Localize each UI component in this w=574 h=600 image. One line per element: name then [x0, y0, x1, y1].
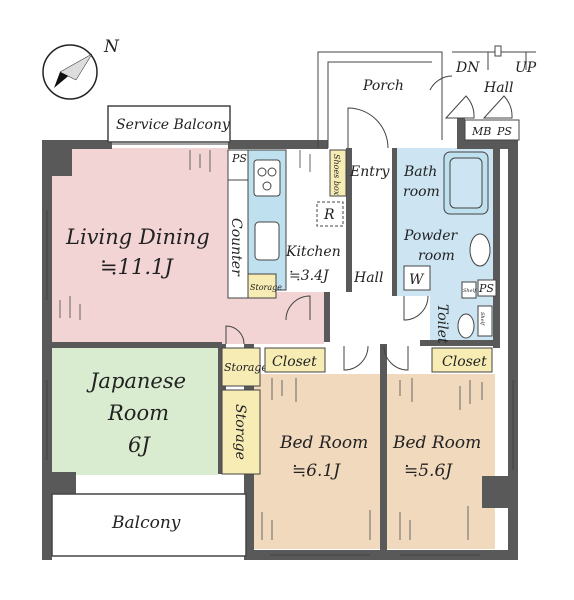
living-dining-floor-extension	[230, 292, 324, 344]
living-dining-floor	[52, 148, 230, 344]
bedroom-1-door[interactable]	[343, 345, 369, 371]
service-balcony-label: Service Balcony	[116, 117, 231, 133]
bedroom-1-floor	[253, 374, 381, 549]
bathroom-line1: Bath	[403, 164, 437, 180]
service-balcony	[107, 105, 231, 143]
bedroom-1-size: ≒6.1J	[292, 461, 341, 481]
kitchen-size: ≒3.4J	[289, 268, 330, 284]
storage-upper	[221, 347, 261, 387]
ps-label-living: PS	[231, 152, 247, 165]
balcony	[51, 493, 247, 557]
compass-icon: N	[42, 37, 120, 100]
balcony-label: Balcony	[111, 513, 181, 533]
closet-2-label: Closet	[442, 354, 487, 370]
stairs-down-label: DN	[455, 60, 480, 76]
compass-north-label: N	[103, 37, 120, 57]
storage-lower	[221, 389, 261, 475]
living-door[interactable]	[225, 325, 245, 345]
stairs-up-label: UP	[515, 60, 537, 76]
powder-room-line1: Powder	[403, 228, 459, 244]
japanese-room-floor	[52, 347, 218, 475]
closet-bedroom-2[interactable]	[431, 347, 493, 373]
powder-room-line2: room	[418, 248, 455, 264]
living-dining-size: ≒11.1J	[100, 255, 174, 279]
kitchen-storage	[247, 273, 277, 299]
common-hall-label: Hall	[483, 80, 514, 96]
kitchen-storage-label: Storage	[250, 283, 282, 292]
bedroom-1-name: Bed Room	[279, 433, 368, 453]
bathroom-line2: room	[403, 184, 440, 200]
refrigerator-space	[316, 201, 344, 227]
kitchen-door[interactable]	[285, 295, 311, 321]
entry-door[interactable]	[347, 107, 389, 149]
bedroom-2-door[interactable]	[383, 345, 409, 371]
washbasin	[469, 233, 491, 267]
counter-label: Counter	[228, 218, 244, 277]
shoes-box	[329, 149, 347, 197]
shoes-box-label: Shoes box	[332, 154, 341, 196]
toilet-bowl	[457, 313, 475, 339]
washer-space	[403, 265, 431, 291]
mb-label: MB	[471, 125, 491, 138]
bedroom-2-size: ≒5.6J	[404, 461, 453, 481]
washer-label: W	[409, 272, 425, 288]
refrigerator-label: R	[323, 207, 335, 223]
floor-hatching	[59, 150, 483, 540]
japanese-room-line2: Room	[107, 401, 169, 425]
porch-boundary	[317, 51, 443, 148]
shelf-label-1: Shelf	[463, 288, 477, 294]
toilet-door[interactable]	[403, 295, 429, 321]
bedroom-2-name: Bed Room	[392, 433, 481, 453]
toilet-label: Toilet	[434, 304, 450, 344]
mb-ps-box	[464, 119, 520, 141]
shelf-label-2: Shelf	[479, 312, 485, 326]
japanese-room-line1: Japanese	[86, 369, 186, 393]
japanese-room-size: 6J	[128, 433, 151, 457]
ps-label-outer: PS	[496, 125, 512, 138]
kitchen-name: Kitchen	[285, 244, 341, 260]
living-dining-name: Living Dining	[65, 225, 210, 249]
closet-1-label: Closet	[272, 354, 317, 370]
storage-upper-label: Storage	[224, 361, 268, 374]
ps-label-inner: PS	[478, 282, 494, 295]
porch-label: Porch	[362, 78, 404, 94]
storage-lower-label: Storage	[232, 404, 248, 460]
hall-label: Hall	[353, 270, 384, 286]
bedroom-2-floor	[387, 374, 495, 549]
closet-bedroom-1[interactable]	[264, 347, 326, 373]
entry-label: Entry	[349, 164, 391, 180]
